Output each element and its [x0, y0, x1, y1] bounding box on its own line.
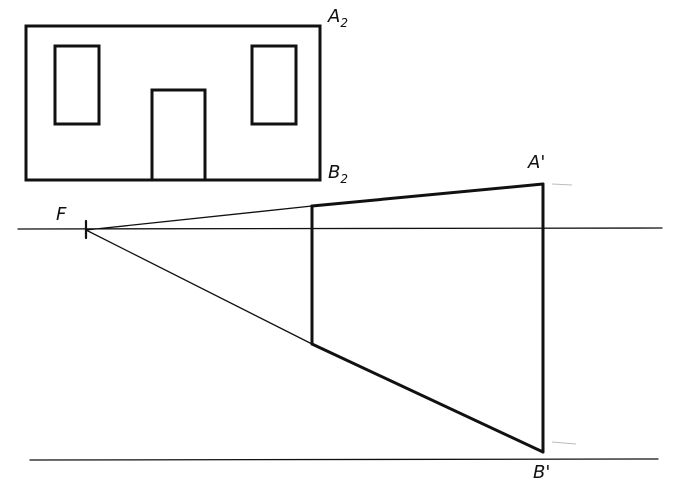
window-right: [250, 44, 298, 126]
ray-f-to-a-prime: [85, 205, 313, 231]
building-outline: [24, 24, 322, 182]
label-b-prime: B': [533, 462, 550, 483]
ground-line: [29, 458, 659, 461]
label-a-prime: A': [527, 152, 545, 173]
ray-f-to-b-prime: [85, 229, 313, 345]
label-b2: B2: [328, 162, 348, 186]
faint-mark: [551, 183, 573, 186]
horizon-line: [17, 227, 663, 230]
top-edge: [310, 182, 545, 208]
label-f: F: [56, 204, 67, 225]
faint-mark: [551, 441, 577, 445]
bottom-edge: [310, 342, 545, 454]
window-left: [53, 44, 101, 126]
door: [150, 88, 207, 182]
building-front-view: [24, 24, 322, 182]
label-a2: A2: [327, 6, 348, 30]
